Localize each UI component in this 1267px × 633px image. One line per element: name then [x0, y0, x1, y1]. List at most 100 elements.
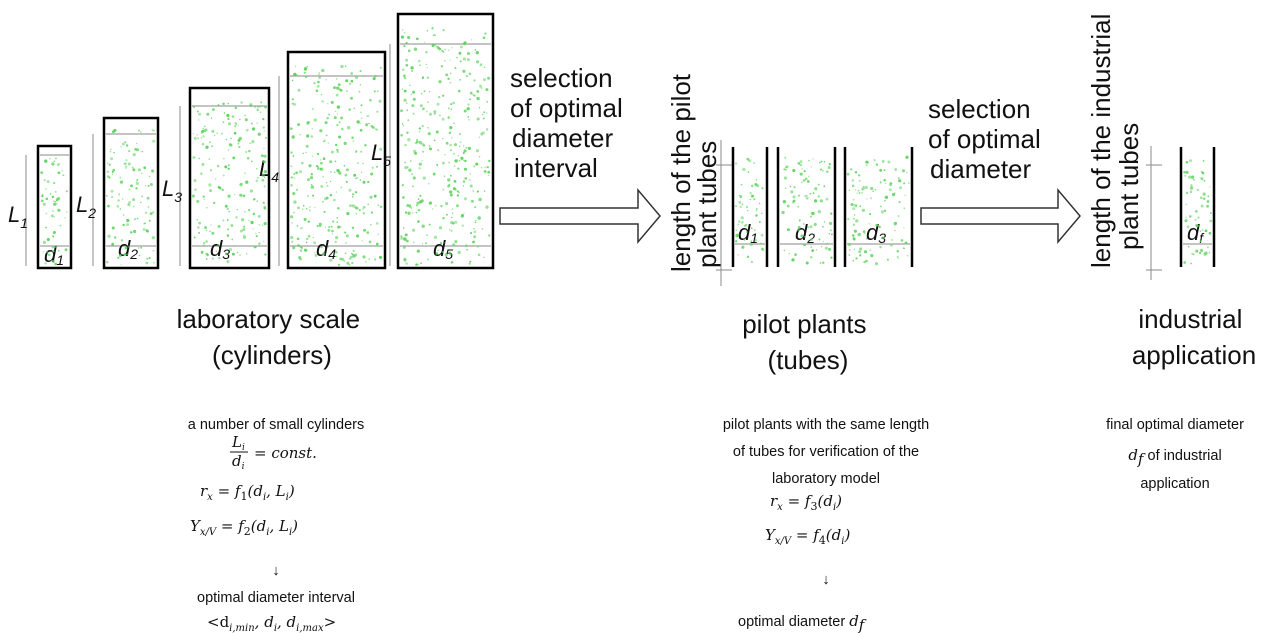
- particle-dot: [476, 60, 480, 64]
- particle-dot: [449, 126, 453, 130]
- particle-dot: [263, 205, 266, 208]
- particle-dot: [453, 153, 455, 155]
- particle-dot: [152, 211, 155, 214]
- particle-dot: [344, 65, 347, 67]
- particle-dot: [847, 217, 850, 221]
- particle-dot: [417, 198, 420, 200]
- particle-dot: [346, 261, 350, 265]
- particle-dot: [244, 114, 246, 117]
- particle-dot: [854, 189, 857, 191]
- particle-dot: [761, 248, 765, 252]
- particle-dot: [791, 258, 795, 262]
- particle-dot: [459, 45, 463, 49]
- particle-dot: [475, 219, 477, 222]
- particle-dot: [454, 143, 457, 147]
- particle-dot: [863, 232, 866, 235]
- particle-dot: [789, 185, 792, 188]
- particle-dot: [226, 219, 229, 222]
- particle-dot: [483, 66, 486, 69]
- particle-dot: [447, 178, 451, 182]
- particle-dot: [359, 70, 362, 73]
- particle-dot: [820, 168, 823, 171]
- particle-dot: [260, 111, 262, 113]
- particle-dot: [874, 188, 877, 191]
- particle-dot: [315, 89, 319, 93]
- particle-dot: [410, 66, 414, 70]
- cylinder-4: L4 d4: [259, 50, 387, 270]
- particle-dot: [336, 255, 338, 258]
- particle-dot: [443, 241, 445, 244]
- particle-dot: [239, 193, 243, 197]
- particle-dot: [334, 160, 337, 163]
- particle-dot: [857, 232, 861, 237]
- particle-dot: [54, 262, 57, 266]
- particle-dot: [865, 160, 869, 164]
- particle-dot: [197, 119, 200, 121]
- particle-dot: [112, 226, 115, 229]
- particle-dot: [343, 141, 347, 145]
- particle-dot: [444, 48, 447, 51]
- particle-dot: [361, 240, 363, 242]
- particle-dot: [316, 225, 319, 228]
- particle-dot: [359, 179, 362, 181]
- particle-dot: [307, 195, 309, 197]
- particle-dot: [437, 46, 441, 50]
- particle-dot: [473, 230, 477, 234]
- particle-dot: [782, 200, 787, 204]
- particle-dot: [113, 236, 117, 239]
- cylinder-4-outline: [286, 50, 387, 270]
- particle-dot: [1201, 229, 1204, 231]
- particle-dot: [127, 162, 131, 166]
- pilot-tube-3: d3: [843, 147, 914, 267]
- particle-dot: [848, 254, 851, 256]
- particle-dot: [248, 149, 251, 153]
- particle-dot: [448, 229, 451, 231]
- particle-dot: [144, 211, 148, 215]
- particle-dot: [450, 216, 453, 219]
- particle-dot: [437, 249, 439, 252]
- particle-dot: [250, 122, 253, 125]
- particle-dot: [352, 140, 355, 142]
- particle-dot: [870, 197, 873, 200]
- particle-dot: [464, 159, 467, 163]
- particle-dot: [292, 154, 295, 157]
- particle-dot: [475, 51, 479, 55]
- particle-dot: [293, 200, 297, 204]
- particle-dot: [792, 168, 796, 173]
- particle-dot: [903, 207, 906, 210]
- particle-dot: [454, 240, 458, 244]
- particle-dot: [205, 229, 208, 231]
- particle-dot: [226, 259, 230, 264]
- particle-dot: [441, 117, 445, 121]
- particle-dot: [243, 234, 245, 236]
- particle-dot: [426, 76, 429, 79]
- particle-dot: [466, 107, 470, 111]
- particle-dot: [485, 128, 489, 131]
- particle-dot: [905, 155, 909, 159]
- particle-dot: [426, 43, 428, 45]
- particle-dot: [805, 196, 809, 200]
- particle-dot: [339, 257, 342, 260]
- particle-dot: [421, 224, 425, 228]
- particle-dot: [249, 103, 253, 107]
- particle-dot: [433, 139, 436, 142]
- particle-dot: [106, 175, 110, 178]
- particle-dot: [263, 240, 265, 242]
- particle-dot: [322, 200, 324, 203]
- particle-dot: [234, 106, 237, 110]
- particle-dot: [749, 242, 753, 246]
- particle-dot: [376, 244, 379, 247]
- particle-dot: [252, 228, 254, 230]
- particle-dot: [449, 143, 452, 147]
- particle-dot: [263, 185, 266, 188]
- particle-dot: [406, 203, 410, 207]
- particle-dot: [407, 138, 411, 142]
- particle-dot: [431, 208, 434, 210]
- particle-dot: [148, 219, 151, 222]
- particle-dot: [51, 246, 54, 249]
- particle-dot: [478, 106, 481, 109]
- particle-dot: [206, 112, 210, 116]
- down-arrow-icon: ↓: [272, 563, 279, 579]
- particle-dot: [468, 119, 470, 121]
- particle-dot: [828, 221, 833, 226]
